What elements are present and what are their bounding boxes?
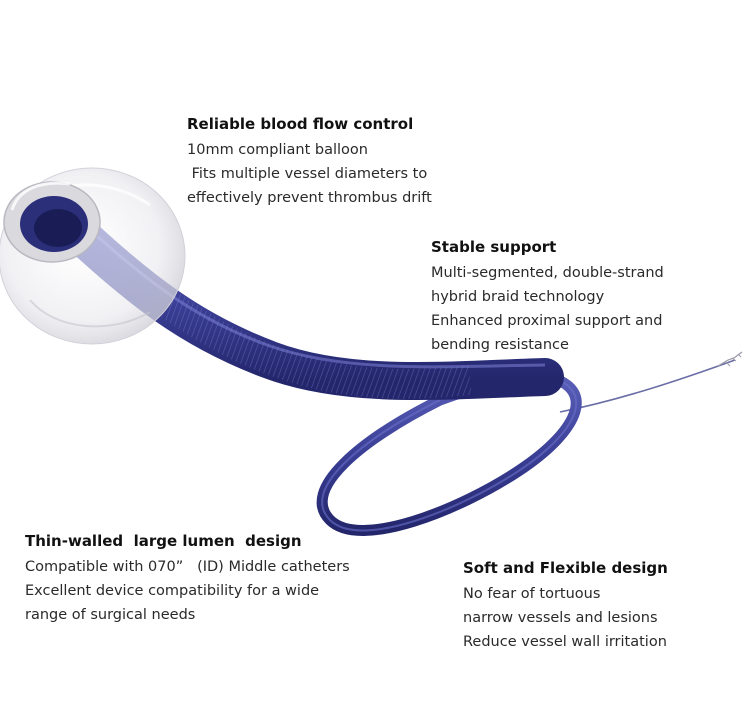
guidewire	[559, 359, 736, 413]
catheter-tip	[3, 181, 101, 263]
feature-line: Enhanced proximal support and	[431, 313, 663, 329]
feature-line: Fits multiple vessel diameters to	[187, 166, 428, 182]
feature-line: range of surgical needs	[25, 607, 196, 623]
feature-line: Reduce vessel wall irritation	[463, 634, 667, 650]
feature-lumen: Thin-walled large lumen design Compatibl…	[25, 530, 350, 627]
catheter-braid	[161, 292, 472, 399]
feature-line: Excellent device compatibility for a wid…	[25, 583, 320, 599]
feature-title: Soft and Flexible design	[463, 559, 668, 577]
feature-line: No fear of tortuous	[463, 586, 601, 602]
feature-title: Reliable blood flow control	[187, 115, 414, 133]
feature-line: hybrid braid technology	[431, 289, 605, 305]
guidewire-tip-icon	[717, 351, 743, 367]
feature-title: Thin-walled large lumen design	[25, 532, 302, 550]
feature-line: Multi-segmented, double-strand	[431, 265, 664, 281]
feature-line: narrow vessels and lesions	[463, 610, 658, 626]
feature-line: 10mm compliant balloon	[187, 142, 368, 158]
feature-line: Compatible with 070” (ID) Middle cathete…	[25, 559, 350, 575]
feature-flexible: Soft and Flexible design No fear of tort…	[463, 557, 668, 654]
feature-flow-control: Reliable blood flow control 10mm complia…	[187, 113, 432, 210]
feature-support: Stable support Multi-segmented, double-s…	[431, 236, 664, 357]
feature-line: bending resistance	[431, 337, 569, 353]
feature-title: Stable support	[431, 238, 557, 256]
feature-line: effectively prevent thrombus drift	[187, 190, 432, 206]
